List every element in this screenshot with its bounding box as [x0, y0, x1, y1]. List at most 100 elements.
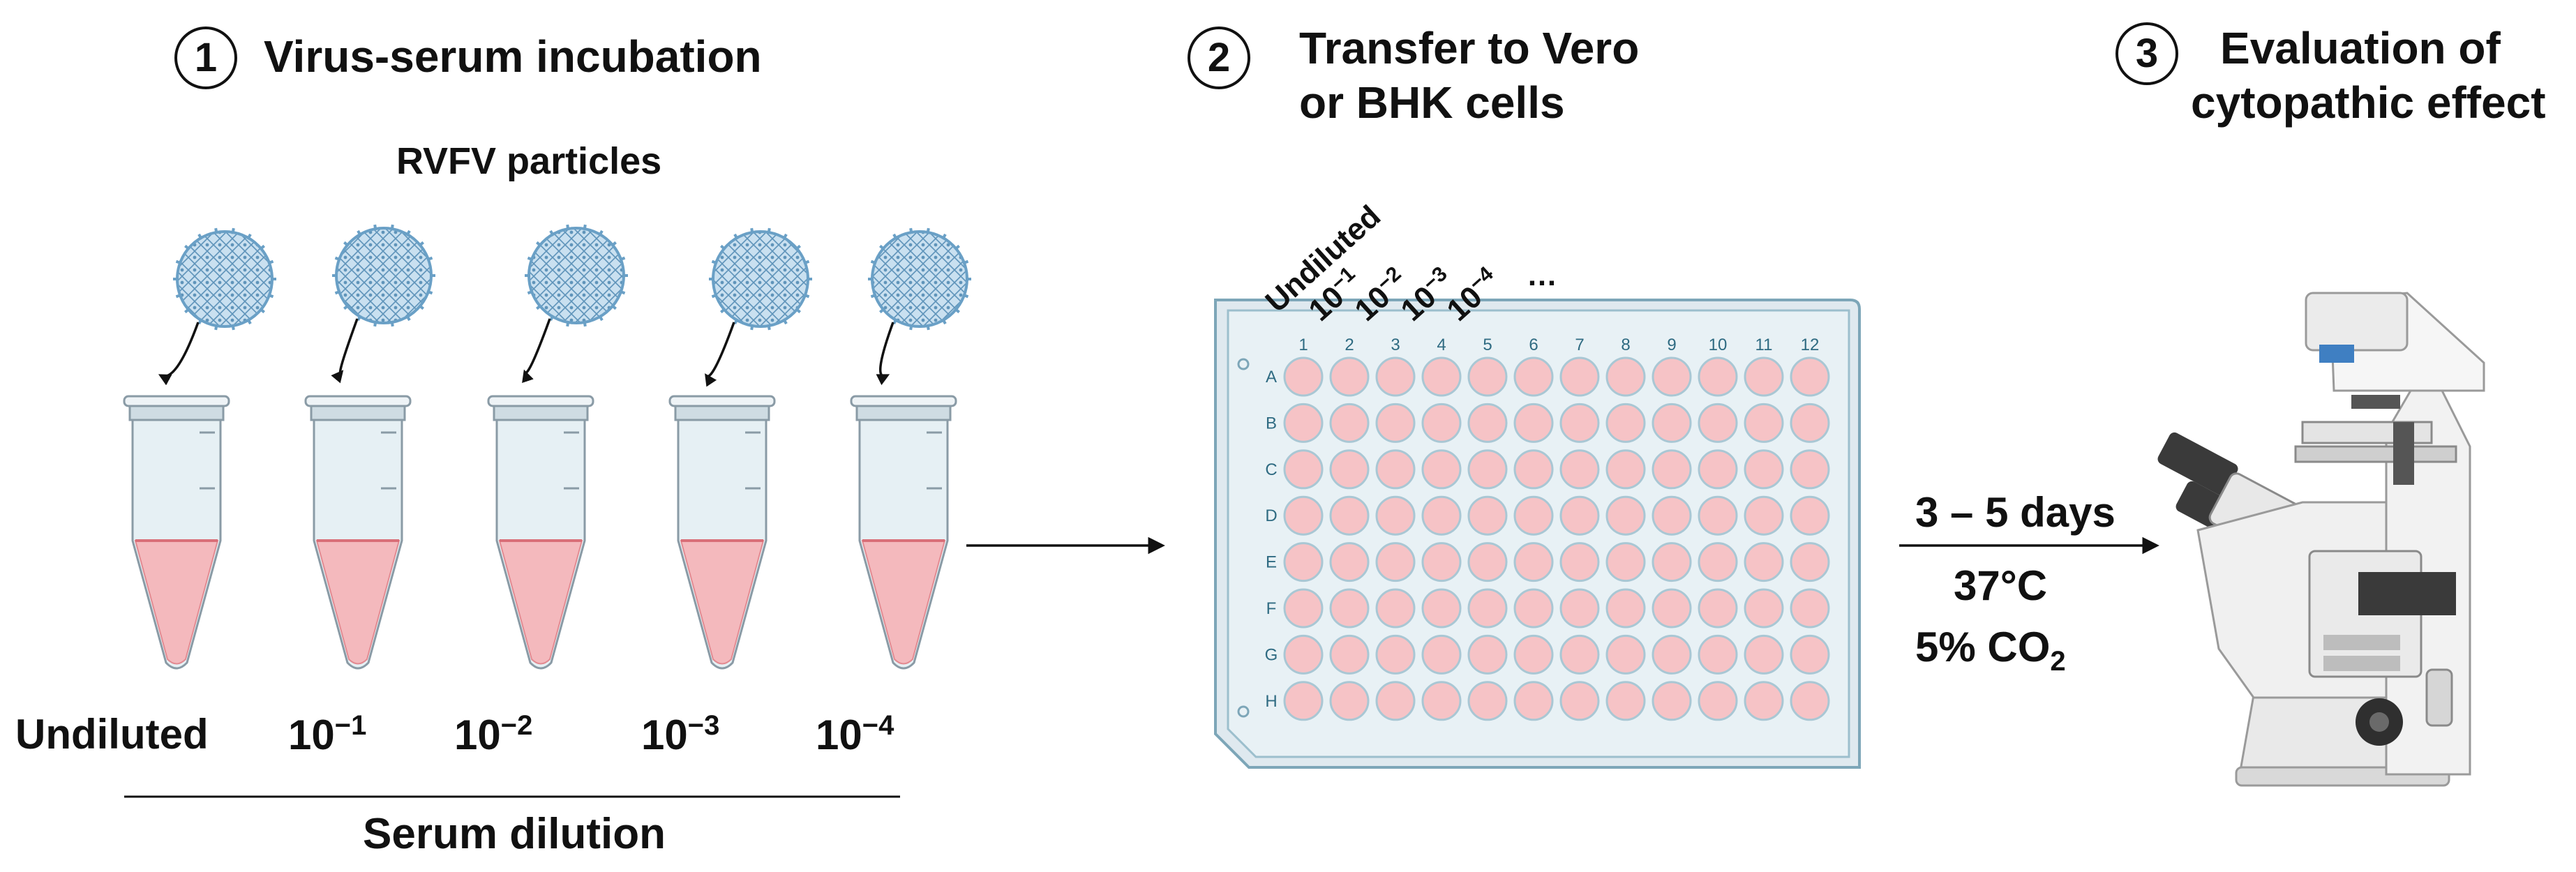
plate-well [1283, 403, 1324, 443]
plate-well [1559, 495, 1600, 536]
plate-column-number: 9 [1667, 336, 1676, 354]
plate-well [1605, 449, 1646, 490]
plate-well [1698, 588, 1738, 629]
plate-well [1329, 403, 1370, 443]
tube-label: 10−2 [454, 710, 532, 759]
plate-well [1790, 681, 1830, 721]
plate-well [1421, 588, 1462, 629]
plate-well [1329, 449, 1370, 490]
plate-row-letter: G [1265, 645, 1278, 664]
plate-well [1744, 542, 1784, 582]
plate-well [1467, 542, 1508, 582]
plate-well [1790, 449, 1830, 490]
tube-label: 10−4 [816, 710, 894, 759]
plate-well [1744, 403, 1784, 443]
plate-well [1283, 495, 1324, 536]
plate-row-letter: H [1265, 692, 1277, 711]
incubation-duration: 3 – 5 days [1915, 489, 2116, 536]
plate-well [1559, 403, 1600, 443]
plate-row-letter: C [1265, 460, 1277, 479]
plate-dilution-label: … [1527, 258, 1557, 293]
plate-well [1744, 634, 1784, 675]
plate-well [1605, 495, 1646, 536]
plate-well [1375, 449, 1416, 490]
inverted-microscope-icon [2157, 292, 2485, 787]
plate-well [1698, 634, 1738, 675]
plate-well [1421, 403, 1462, 443]
plate-well [1652, 449, 1692, 490]
plate-well [1652, 634, 1692, 675]
plate-well [1375, 588, 1416, 629]
plate-column-number: 12 [1801, 336, 1820, 354]
plate-well [1790, 403, 1830, 443]
plate-well [1744, 681, 1784, 721]
plate-well [1559, 681, 1600, 721]
plate-well [1559, 588, 1600, 629]
plate-well [1513, 588, 1554, 629]
plate-dilution-base: … [1527, 258, 1557, 292]
plate-well [1283, 681, 1324, 721]
plate-well [1329, 356, 1370, 397]
plate-well [1605, 542, 1646, 582]
plate-well [1467, 356, 1508, 397]
tube-label-exponent: −1 [334, 710, 367, 741]
step-1-number: 1 [174, 27, 237, 89]
plate-well [1329, 495, 1370, 536]
plate-column-number: 6 [1529, 336, 1538, 354]
tube-label-base: Undiluted [15, 711, 209, 758]
plate-well [1698, 403, 1738, 443]
step-2-number: 2 [1188, 27, 1250, 89]
step-3-number: 3 [2116, 22, 2178, 85]
arrow-icon [522, 318, 551, 384]
virus-particle-icon [868, 227, 971, 386]
tube-label-base: 10 [641, 712, 688, 758]
plate-well [1467, 403, 1508, 443]
plate-well [1559, 634, 1600, 675]
plate-well [1790, 356, 1830, 397]
plate-row-letter: E [1266, 553, 1277, 572]
tube-label-exponent: −2 [500, 710, 533, 741]
plate-well [1744, 356, 1784, 397]
tube-label: Undiluted [15, 710, 209, 758]
arrow-icon [705, 322, 735, 387]
virus-particle-icon [331, 224, 435, 384]
plate-well [1605, 588, 1646, 629]
plate-well [1698, 356, 1738, 397]
step-2-title-line2: or BHK cells [1299, 77, 1565, 128]
plate-column-number: 1 [1298, 336, 1308, 354]
plate-well [1283, 588, 1324, 629]
plate-well [1605, 634, 1646, 675]
plate-well [1513, 356, 1554, 397]
arrow-icon [158, 322, 200, 386]
step-2-title-line1: Transfer to Vero [1299, 23, 1640, 73]
plate-well [1513, 449, 1554, 490]
plate-well [1790, 542, 1830, 582]
plate-row-letter: D [1265, 506, 1277, 525]
virus-particle-icon [705, 227, 812, 387]
co2-prefix: 5% CO [1915, 624, 2051, 670]
plate-well [1605, 681, 1646, 721]
plate-well [1605, 356, 1646, 397]
tube-label-exponent: −4 [862, 710, 894, 741]
microcentrifuge-tube-icon [123, 395, 230, 670]
plate-well [1375, 634, 1416, 675]
plate-well [1421, 356, 1462, 397]
plate-well [1698, 542, 1738, 582]
step-1-title: Virus-serum incubation [264, 31, 762, 82]
plate-well [1329, 588, 1370, 629]
plate-row-letter: F [1266, 599, 1277, 618]
plate-well [1652, 542, 1692, 582]
serum-dilution-label: Serum dilution [363, 810, 666, 858]
virus-particle-icon [158, 227, 276, 386]
plate-column-number: 8 [1621, 336, 1630, 354]
tube-label: 10−1 [288, 710, 366, 759]
plate-well [1283, 449, 1324, 490]
plate-well [1421, 542, 1462, 582]
plate-well [1652, 403, 1692, 443]
plate-well [1513, 681, 1554, 721]
tube-label-base: 10 [816, 712, 862, 758]
plate-well [1513, 495, 1554, 536]
plate-well [1329, 634, 1370, 675]
arrow-icon [331, 318, 359, 384]
